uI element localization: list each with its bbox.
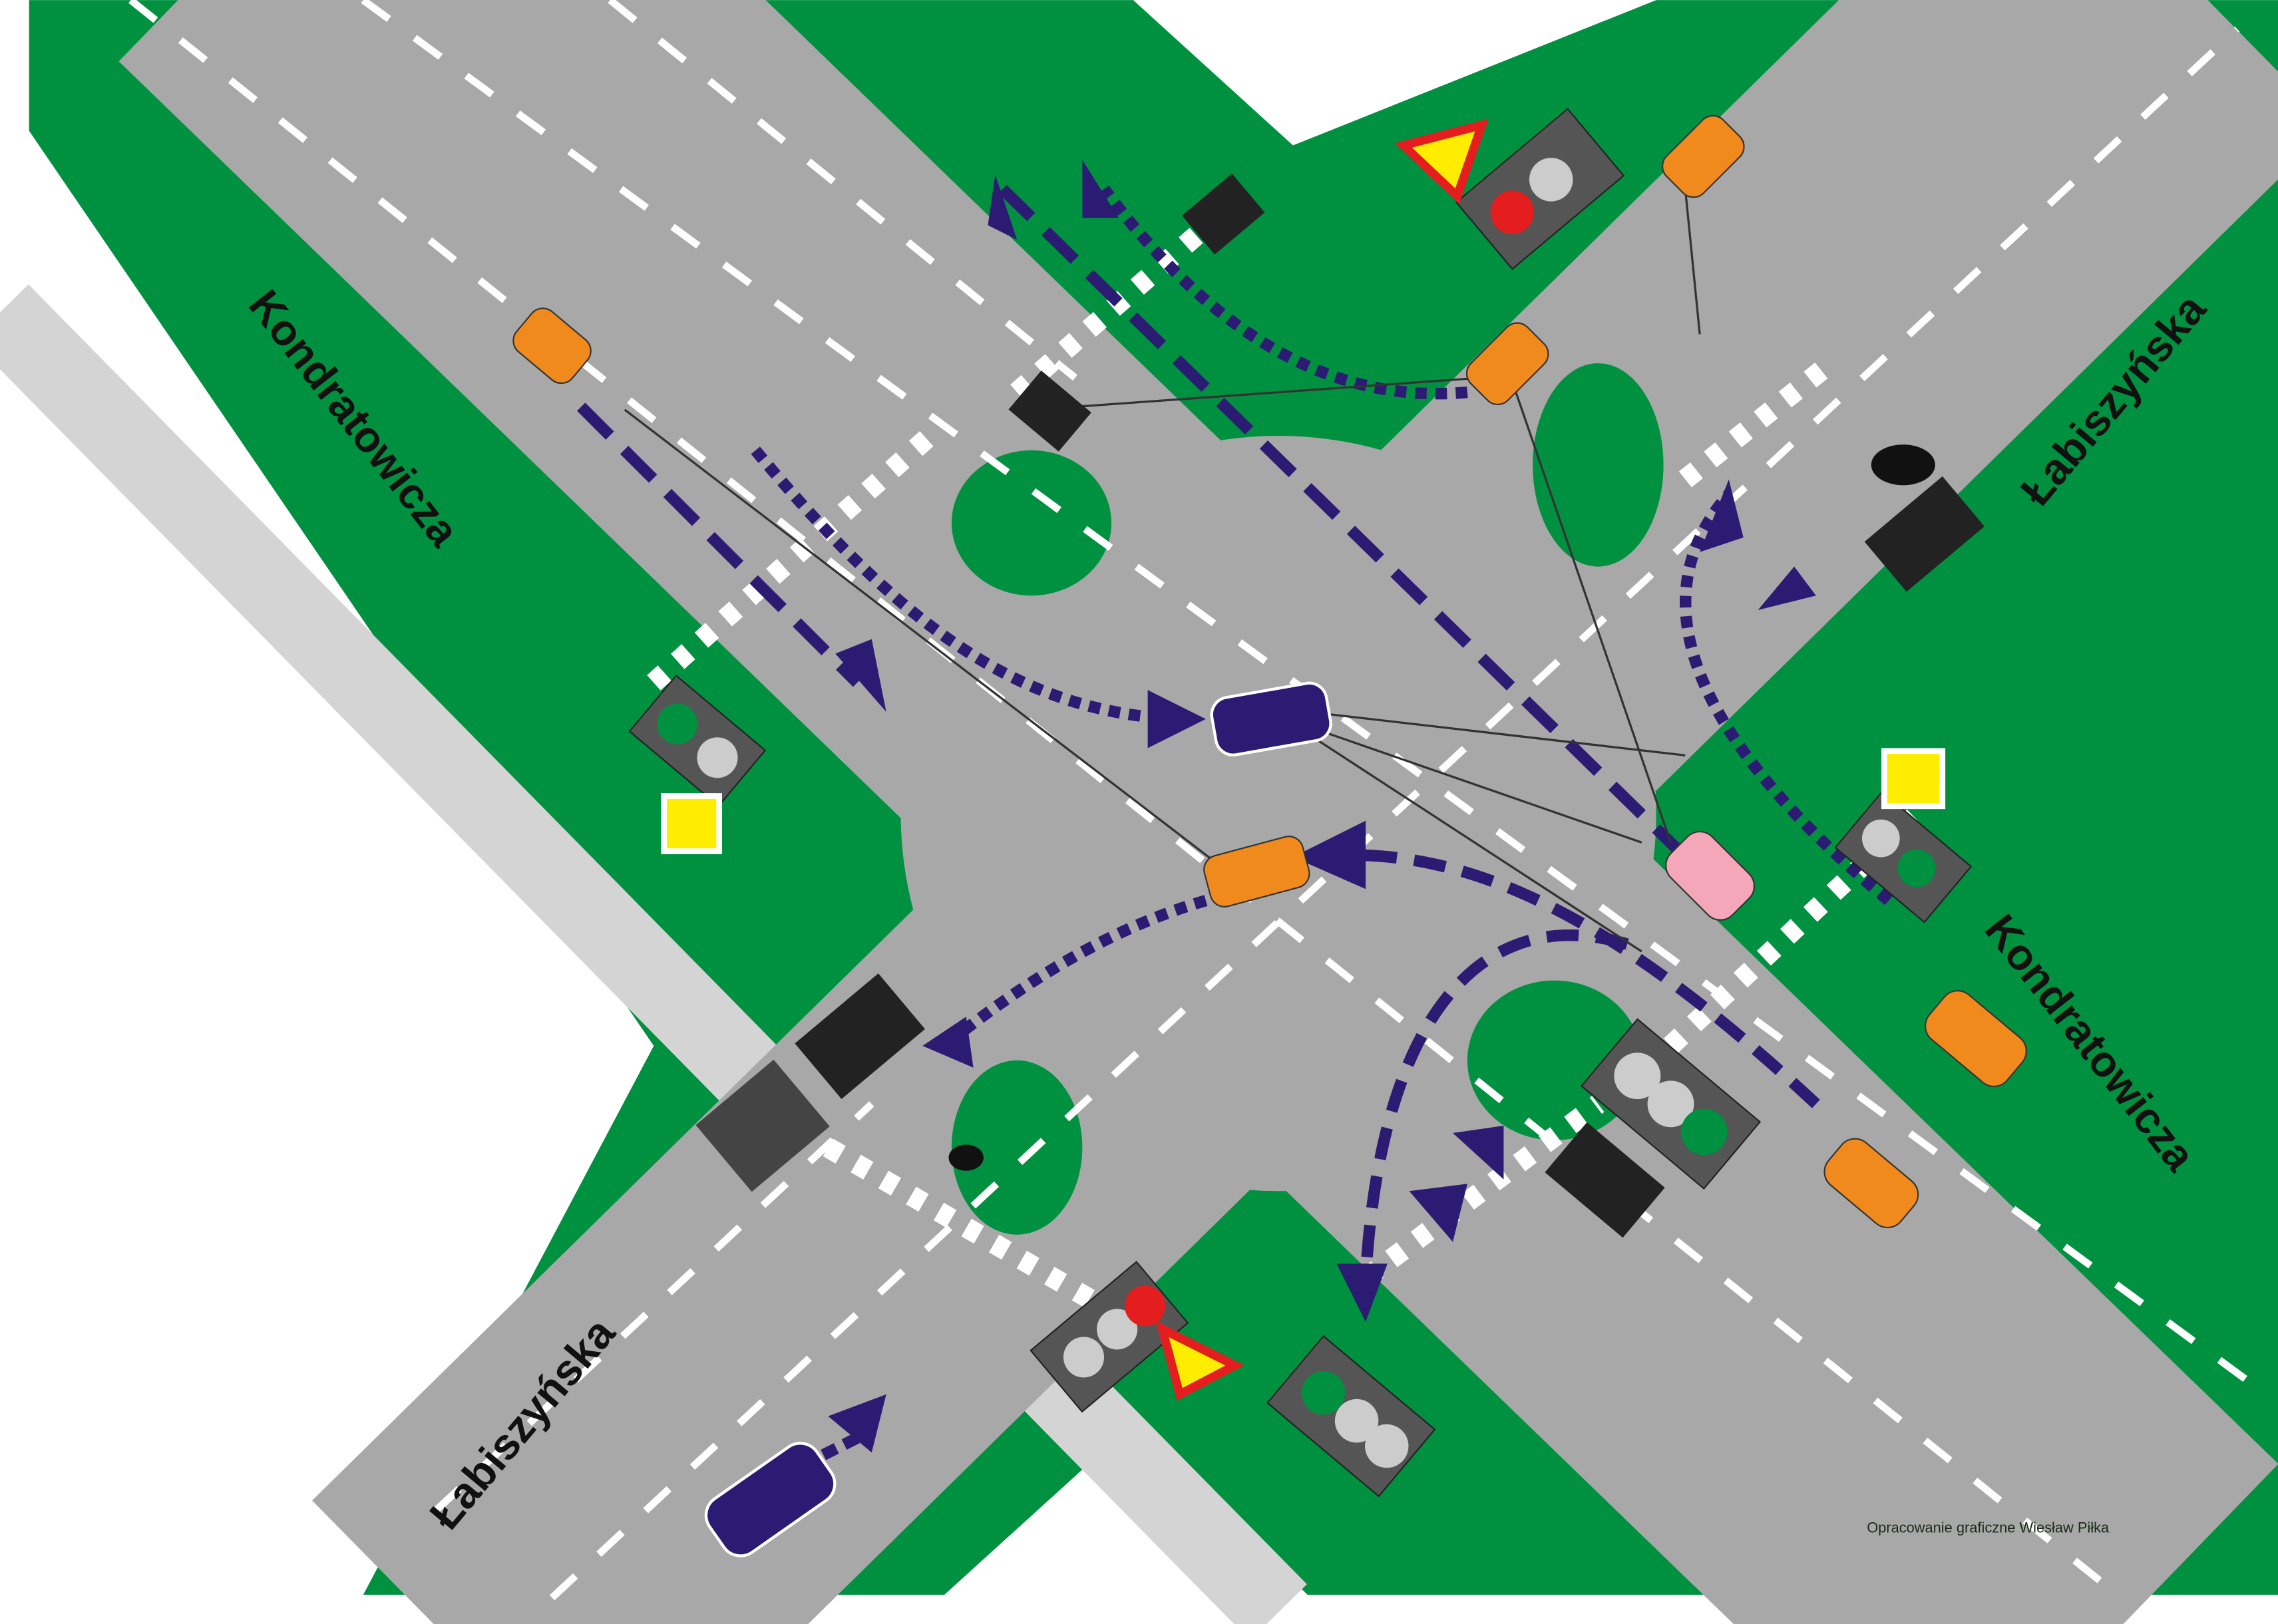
priority-road-sign [1881, 748, 1946, 810]
arrowhead [988, 174, 1018, 240]
car-orange [1662, 114, 1745, 198]
car-orange [1924, 990, 2027, 1087]
arrowhead [1336, 1263, 1388, 1322]
traffic-island [951, 450, 1112, 596]
credit-text: Opracowanie graficzne Wiesław Piłka [1867, 1519, 2110, 1536]
signal-se [1580, 1018, 1762, 1190]
traffic-signals [628, 108, 1985, 1498]
traffic-island [1533, 363, 1664, 567]
signal-s [1030, 1261, 1189, 1413]
intersection-center [900, 436, 1656, 1192]
pedestrian-signal [795, 973, 925, 1099]
car-navy [704, 1442, 837, 1557]
priority-road-sign [661, 793, 722, 854]
car-orange [1465, 322, 1549, 405]
signal-ne [1455, 108, 1625, 270]
car-orange [1823, 1138, 1919, 1229]
signal-sc [1266, 1335, 1436, 1498]
yield-sign [1394, 118, 1489, 204]
pedestrian-signal [1182, 173, 1265, 255]
arrowhead [1700, 479, 1744, 552]
pedestrian-signal [1545, 1122, 1665, 1238]
pedestrian-signal [1008, 371, 1091, 452]
arrowhead [1147, 690, 1206, 748]
car-orange [512, 307, 592, 385]
yield-sign [1155, 1321, 1244, 1401]
pedestrian-signal [1864, 476, 1985, 592]
arrowhead [828, 1394, 886, 1453]
cyclist-icon [948, 1144, 984, 1171]
arrowhead [1453, 1126, 1504, 1180]
car-navy [1210, 681, 1332, 756]
bicycle-signal [695, 1059, 830, 1192]
pedestrian-icon [1871, 444, 1935, 486]
arrowhead [835, 639, 886, 712]
sight-lines [624, 188, 1701, 953]
arrowhead [922, 1017, 974, 1068]
cars [512, 114, 2027, 1557]
signal-nw [628, 675, 767, 808]
car-orange [1203, 836, 1310, 907]
car-pink [1665, 830, 1756, 921]
arrowhead [1409, 1184, 1467, 1242]
arrowhead [1292, 820, 1366, 890]
path-arrowheads [828, 160, 1816, 1453]
pedestrians [948, 444, 1935, 1171]
signal-e [1834, 790, 1973, 923]
arrowhead [1082, 160, 1119, 218]
textured-sidewalk [0, 284, 1307, 1624]
